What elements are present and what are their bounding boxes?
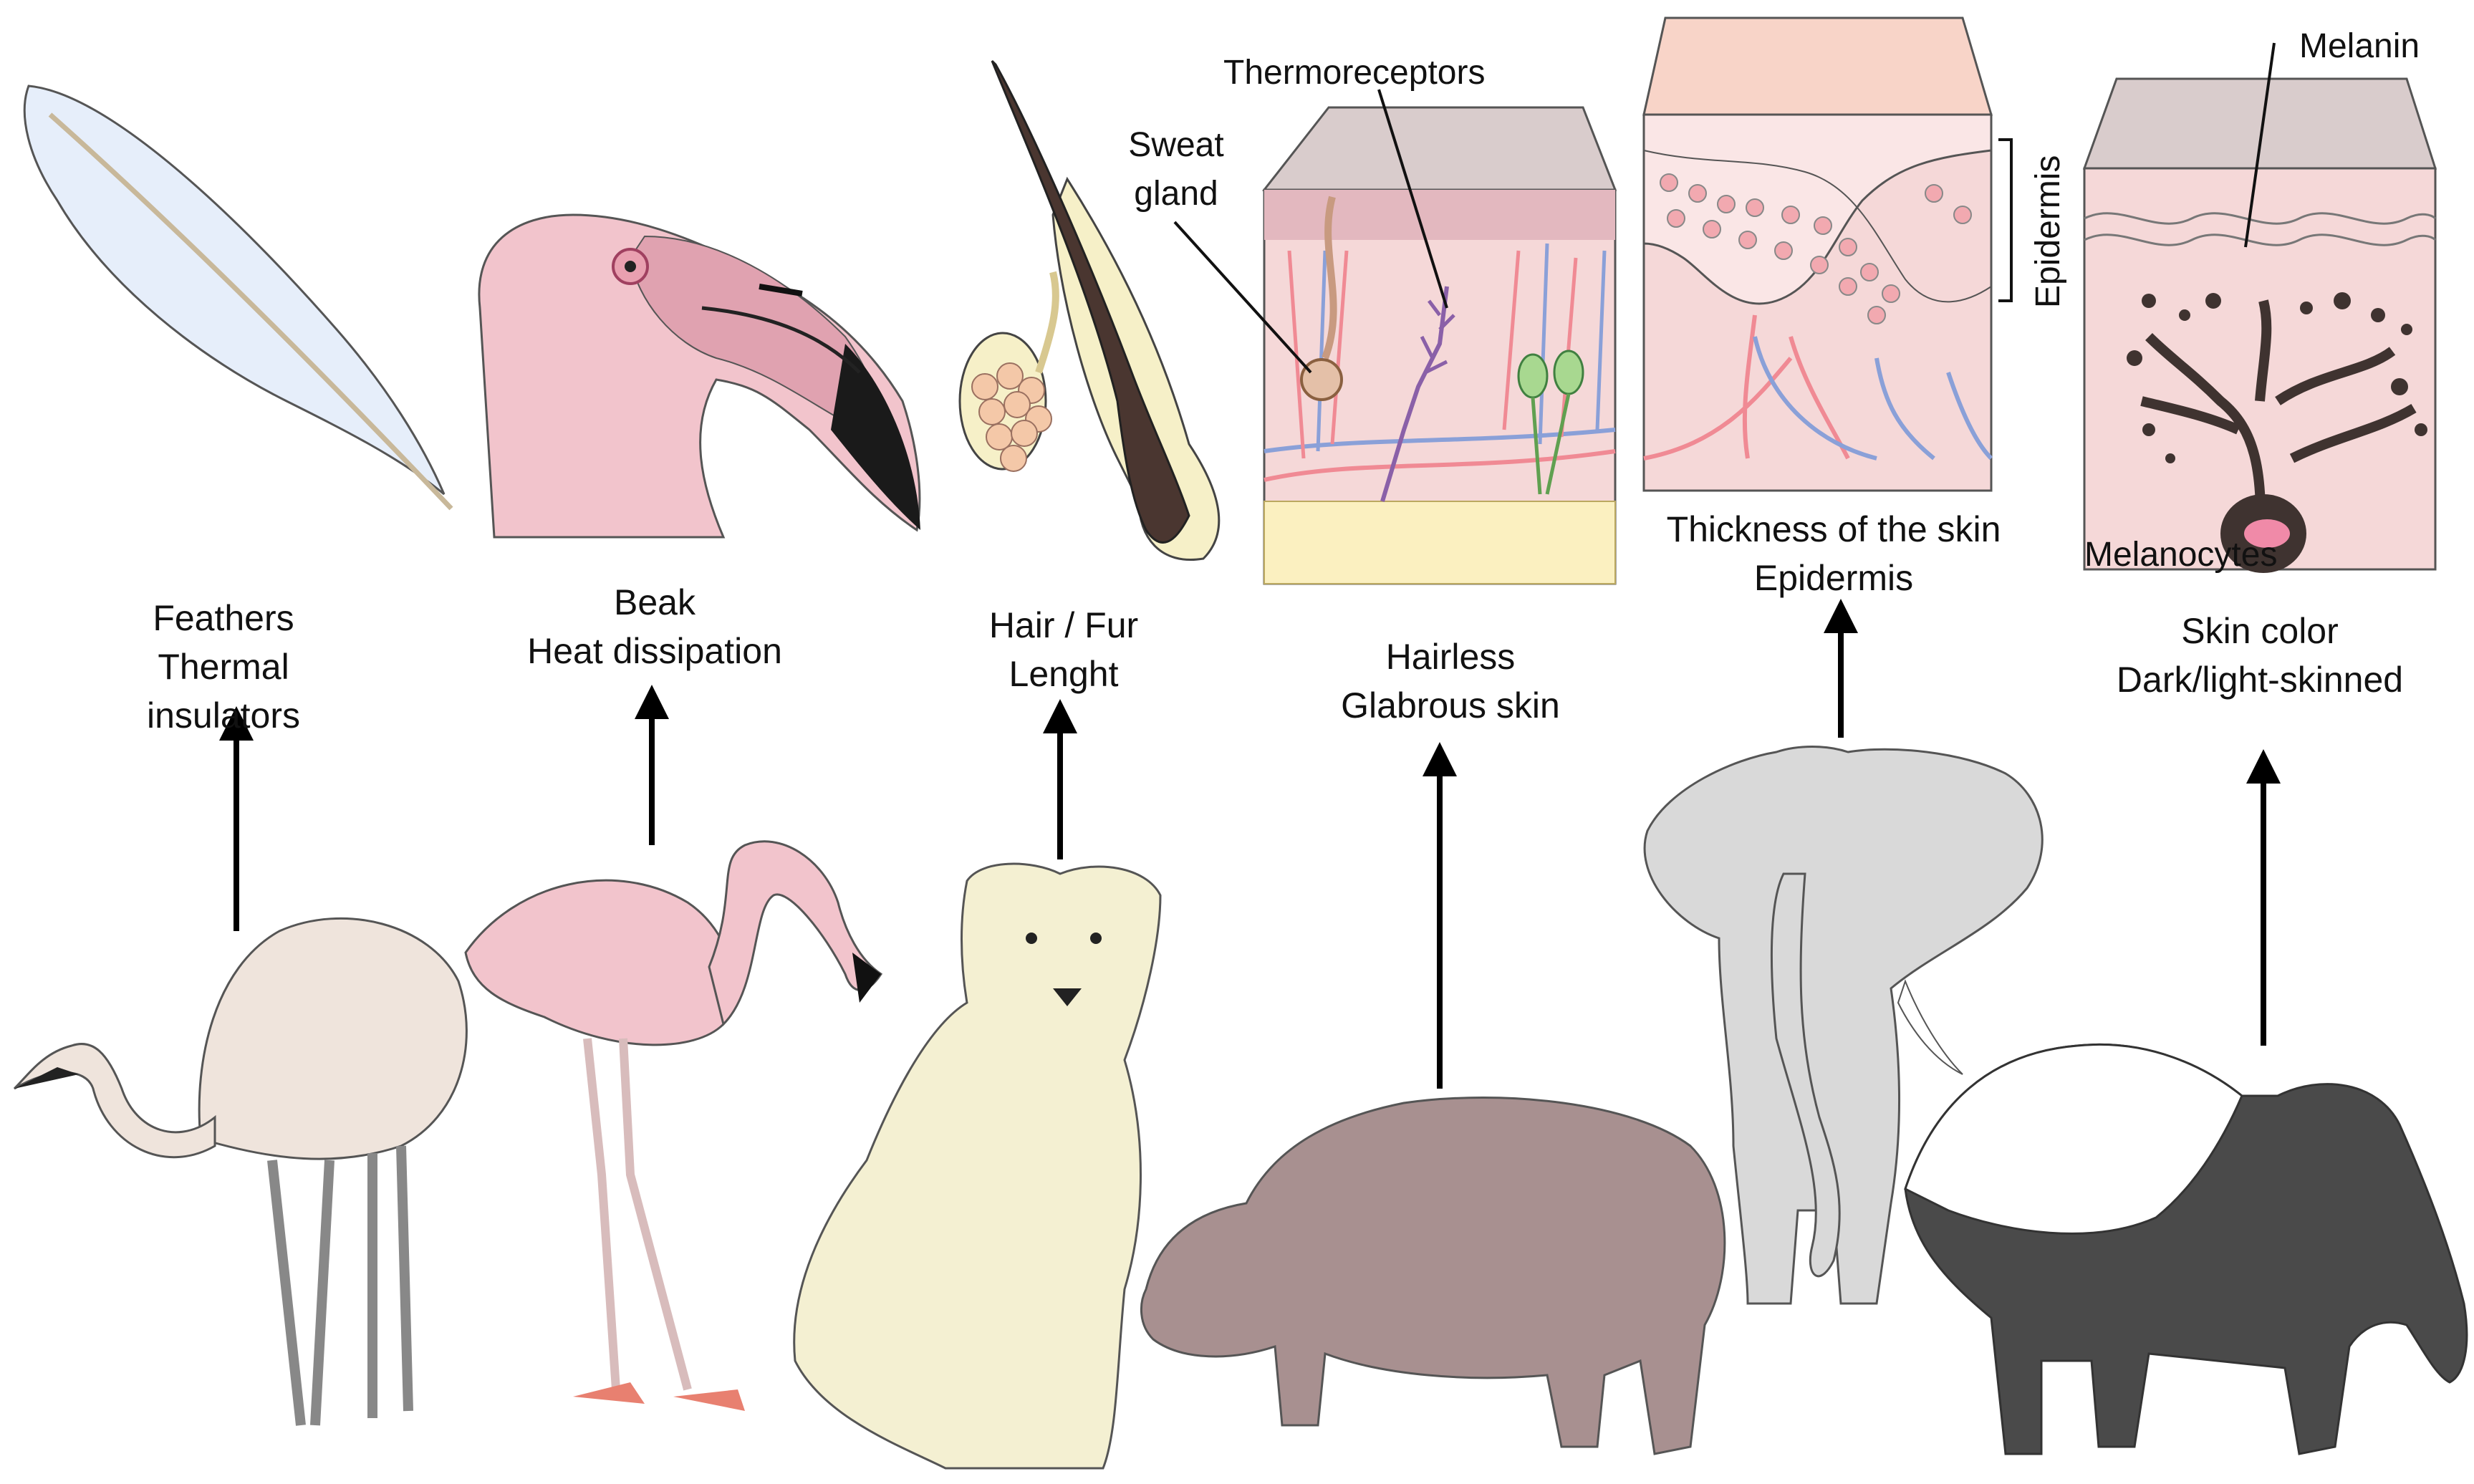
label-beak: Beak Heat dissipation xyxy=(527,582,782,671)
arrows xyxy=(219,599,2281,1089)
annotation-melanocytes: Melanocytes xyxy=(2084,536,2277,574)
label-feathers-line2: Thermal xyxy=(158,647,289,687)
label-skin-color-line1: Skin color xyxy=(2181,611,2339,651)
hippo-illustration xyxy=(1140,1097,1726,1455)
hair-follicle-illustration xyxy=(958,59,1221,561)
label-feathers-line1: Feathers xyxy=(153,598,294,638)
label-hair: Hair / Fur Lenght xyxy=(989,605,1138,694)
lion-illustration xyxy=(793,862,1162,1470)
label-hairless-line2: Glabrous skin xyxy=(1341,685,1560,726)
annotation-thermoreceptors: Thermoreceptors xyxy=(1223,54,1485,92)
label-hair-line2: Lenght xyxy=(1009,654,1119,694)
rhea-illustration xyxy=(13,917,468,1426)
leader-melanin xyxy=(2244,42,2276,248)
label-feathers: Feathers Thermal insulators xyxy=(147,598,300,736)
label-thickness-line1: Thickness of the skin xyxy=(1667,509,2001,549)
annotation-sweat-line2: gland xyxy=(1134,175,1218,213)
skin-cross-section-epidermis xyxy=(1642,16,2013,492)
label-hairless: Hairless Glabrous skin xyxy=(1341,637,1560,726)
skin-cross-section-melanin xyxy=(2082,77,2437,573)
feather-illustration xyxy=(23,85,453,511)
leader-sweat-gland xyxy=(1173,221,1312,374)
flamingo-illustration xyxy=(464,840,883,1411)
leader-lines xyxy=(1173,42,2276,374)
elephant-illustration xyxy=(1643,746,2044,1305)
label-hairless-line1: Hairless xyxy=(1386,637,1516,677)
annotations: Thermoreceptors Sweat gland Epidermis Me… xyxy=(1128,27,2420,574)
skin-cross-section-glabrous xyxy=(1261,106,1617,585)
label-skin-color-line2: Dark/light-skinned xyxy=(2117,660,2403,700)
label-beak-line2: Heat dissipation xyxy=(527,631,782,671)
label-hair-line1: Hair / Fur xyxy=(989,605,1138,645)
label-beak-line1: Beak xyxy=(614,582,696,622)
label-skin-color: Skin color Dark/light-skinned xyxy=(2117,611,2403,700)
label-thickness: Thickness of the skin Epidermis xyxy=(1667,509,2001,598)
annotation-epidermis: Epidermis xyxy=(2029,155,2067,308)
annotation-melanin: Melanin xyxy=(2299,27,2420,65)
annotation-sweat-line1: Sweat xyxy=(1128,126,1223,164)
label-thickness-line2: Epidermis xyxy=(1754,558,1913,598)
flamingo-beak-illustration xyxy=(478,213,921,539)
leader-thermoreceptors xyxy=(1377,89,1448,309)
tapir-illustration xyxy=(1904,1043,2468,1455)
label-feathers-line3: insulators xyxy=(147,695,300,736)
